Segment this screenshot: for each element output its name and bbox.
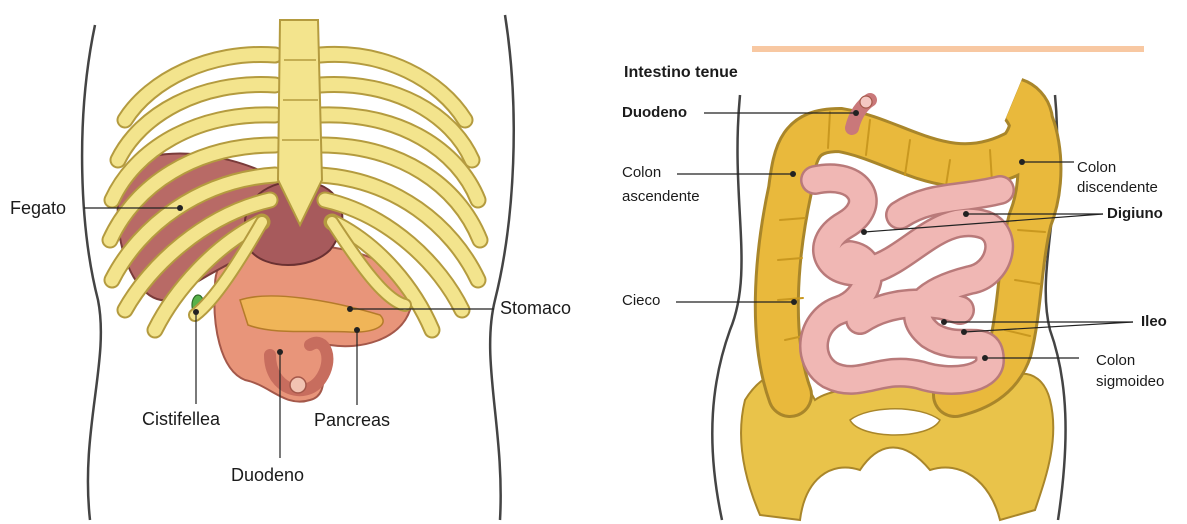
label-stomaco: Stomaco xyxy=(500,298,571,319)
small-intestine xyxy=(814,178,1000,380)
label-ileo: Ileo xyxy=(1141,313,1167,330)
label-colon-sigmoideo-1: Colon xyxy=(1096,352,1135,369)
top-bar xyxy=(752,46,1144,52)
torso-outline-right xyxy=(490,15,514,520)
sternum xyxy=(278,20,322,225)
duodenum-end xyxy=(290,377,306,393)
label-cieco: Cieco xyxy=(622,292,660,309)
label-duodeno-right: Duodeno xyxy=(622,104,687,121)
torso-outline-left xyxy=(82,25,101,520)
label-cistifellea: Cistifellea xyxy=(142,409,220,430)
label-digiuno: Digiuno xyxy=(1107,205,1163,222)
label-duodeno-left: Duodeno xyxy=(231,465,304,486)
label-colon-ascendente-1: Colon xyxy=(622,164,661,181)
label-colon-discendente-2: discendente xyxy=(1077,179,1158,196)
label-fegato: Fegato xyxy=(10,198,66,219)
label-pancreas: Pancreas xyxy=(314,410,390,431)
duodenum-stub-end xyxy=(860,96,872,108)
label-colon-discendente-1: Colon xyxy=(1077,159,1116,176)
title-intestino-tenue: Intestino tenue xyxy=(624,64,738,82)
label-colon-sigmoideo-2: sigmoideo xyxy=(1096,373,1164,390)
label-colon-ascendente-2: ascendente xyxy=(622,188,700,205)
